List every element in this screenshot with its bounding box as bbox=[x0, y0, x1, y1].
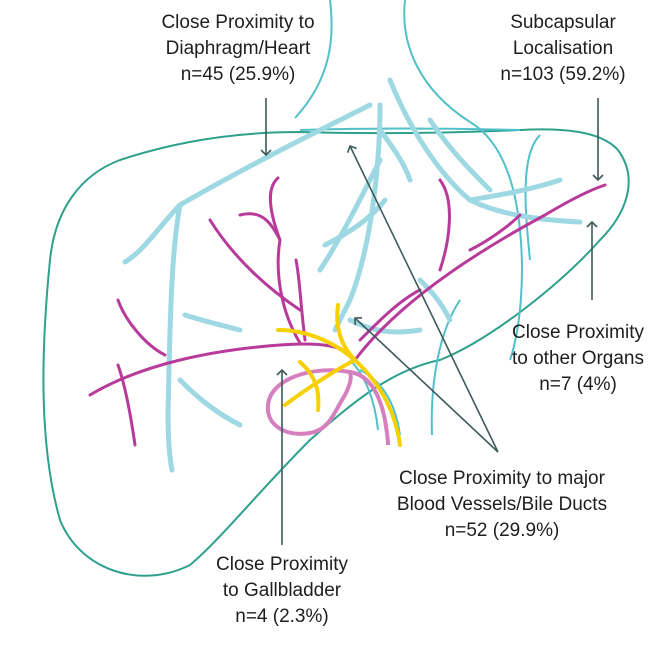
label-subcapsular-line2: Localisation bbox=[512, 38, 614, 59]
arrow-vessels-1 bbox=[346, 144, 499, 453]
liver-outline bbox=[42, 128, 630, 577]
label-subcapsular-line1: Subcapsular bbox=[510, 12, 616, 33]
label-diaphragm-line2: Diaphragm/Heart bbox=[165, 38, 311, 59]
gallbladder-shape bbox=[265, 368, 353, 436]
label-diaphragm-line3: n=45 (25.9%) bbox=[180, 64, 296, 85]
label-organs-line2: to other Organs bbox=[511, 348, 645, 369]
hepatic-veins bbox=[122, 77, 583, 473]
label-vessels: Close Proximity to major Blood Vessels/B… bbox=[378, 466, 626, 544]
label-diaphragm: Close Proximity to Diaphragm/Heart n=45 … bbox=[138, 10, 338, 88]
label-diaphragm-line1: Close Proximity to bbox=[161, 12, 315, 33]
label-organs-line3: n=7 (4%) bbox=[539, 374, 617, 395]
label-organs: Close Proximity to other Organs n=7 (4%) bbox=[498, 320, 658, 398]
label-vessels-line3: n=52 (29.9%) bbox=[444, 520, 560, 541]
label-subcapsular: Subcapsular Localisation n=103 (59.2%) bbox=[478, 10, 648, 88]
yellow-bile-ducts bbox=[276, 303, 402, 447]
label-vessels-line1: Close Proximity to major bbox=[399, 468, 605, 489]
label-gallbladder-line3: n=4 (2.3%) bbox=[235, 606, 329, 627]
arrow-vessels-2 bbox=[354, 316, 499, 453]
label-vessels-line2: Blood Vessels/Bile Ducts bbox=[396, 494, 608, 515]
label-organs-line1: Close Proximity bbox=[512, 322, 644, 343]
label-subcapsular-line3: n=103 (59.2%) bbox=[500, 64, 626, 85]
label-gallbladder-line1: Close Proximity bbox=[216, 554, 348, 575]
gallbladder-duct bbox=[349, 370, 390, 446]
label-gallbladder: Close Proximity to Gallbladder n=4 (2.3%… bbox=[196, 552, 368, 630]
label-gallbladder-line2: to Gallbladder bbox=[222, 580, 342, 601]
portal-vessels bbox=[88, 176, 607, 447]
annotation-arrows bbox=[260, 98, 604, 545]
